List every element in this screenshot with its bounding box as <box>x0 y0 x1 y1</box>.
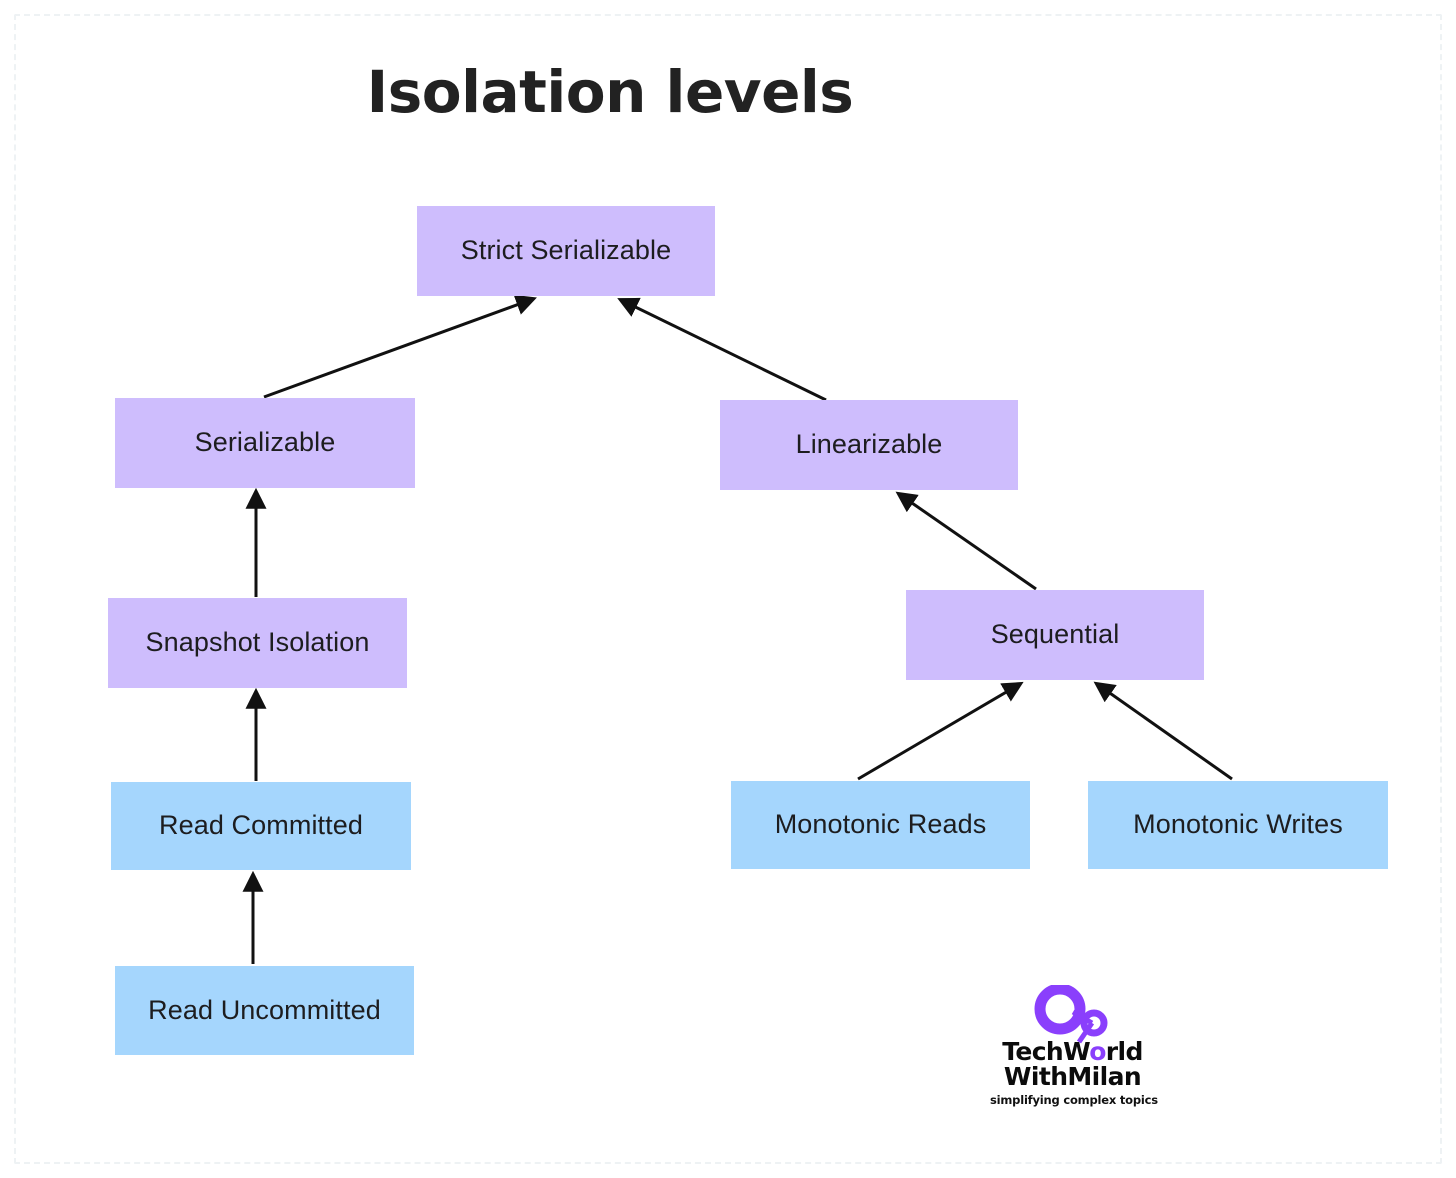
node-linearizable[interactable]: Linearizable <box>720 400 1018 490</box>
node-read-uncommitted[interactable]: Read Uncommitted <box>115 966 414 1055</box>
edge-linearizable-to-strict-serializable <box>617 297 827 402</box>
node-sequential[interactable]: Sequential <box>906 590 1204 680</box>
edge-monotonic-writes-to-sequential <box>1093 681 1233 781</box>
node-serializable[interactable]: Serializable <box>115 398 415 488</box>
brand-logo-text: TechWorld WithMilan simplifying complex … <box>990 1039 1158 1107</box>
brand-logo-line1-pre: TechW <box>1002 1037 1090 1066</box>
brand-logo-line-1: TechWorld <box>990 1039 1155 1064</box>
brand-logo-line1-post: rld <box>1105 1037 1144 1066</box>
edge-sequential-to-linearizable <box>895 491 1037 591</box>
edge-monotonic-reads-to-sequential <box>857 681 1024 781</box>
brand-logo-tagline: simplifying complex topics <box>990 1093 1158 1107</box>
brand-logo-line-2: WithMilan <box>1003 1062 1142 1091</box>
node-monotonic-writes[interactable]: Monotonic Writes <box>1088 781 1388 869</box>
brand-logo: TechWorld WithMilan simplifying complex … <box>990 985 1158 1107</box>
node-read-committed[interactable]: Read Committed <box>111 782 411 870</box>
page-title: Isolation levels <box>366 58 854 126</box>
node-strict-serializable[interactable]: Strict Serializable <box>417 206 715 296</box>
edge-serializable-to-strict-serializable <box>263 294 537 399</box>
techworld-logo-mark <box>1034 985 1108 1044</box>
node-monotonic-reads[interactable]: Monotonic Reads <box>731 781 1030 869</box>
node-snapshot-isolation[interactable]: Snapshot Isolation <box>108 598 407 688</box>
brand-logo-line1-hole: o <box>1089 1037 1106 1066</box>
